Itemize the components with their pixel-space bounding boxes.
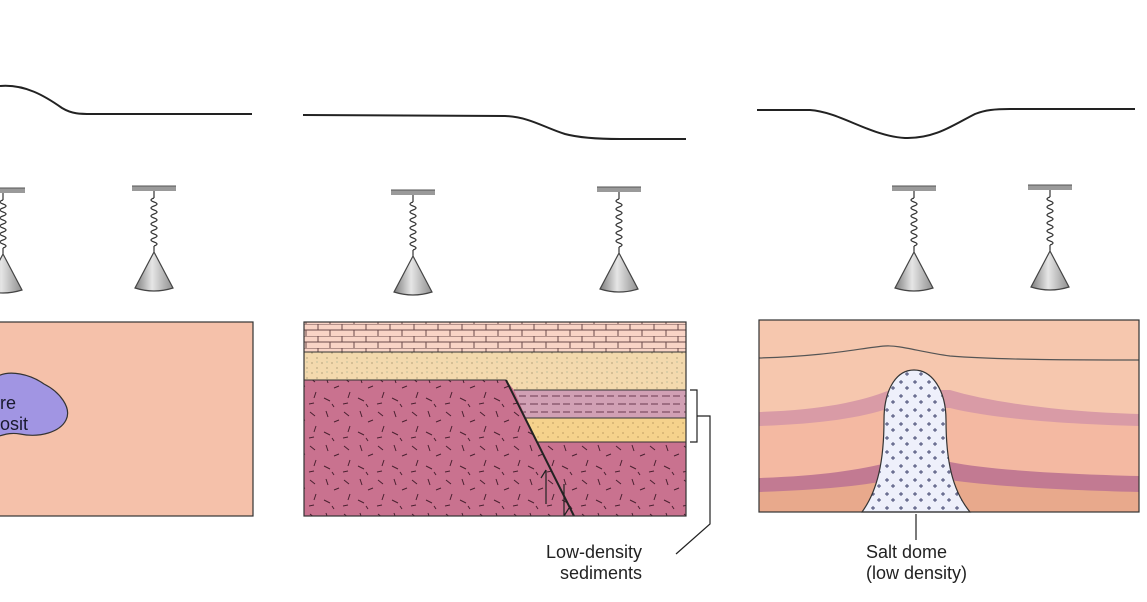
salt-label-line-1: Salt dome bbox=[866, 542, 948, 562]
salt-dome-cross-section bbox=[758, 319, 1140, 513]
gravimeter-icon bbox=[596, 186, 642, 293]
ore-label-line-2: osit bbox=[0, 414, 29, 434]
gravimeter-icon bbox=[891, 185, 937, 292]
sediments-label-line-1: Low-density bbox=[546, 542, 643, 562]
gravity-profile-2 bbox=[302, 114, 686, 140]
ore-deposit bbox=[0, 372, 69, 437]
salt-dome bbox=[860, 369, 972, 513]
gravimeter-icon bbox=[1027, 184, 1073, 291]
salt-dome-label: Salt dome (low density) bbox=[866, 542, 967, 584]
sediments-label: Low-density sediments bbox=[546, 542, 642, 584]
gravimeter-icon bbox=[390, 189, 436, 296]
sediments-bracket bbox=[675, 389, 711, 555]
ore-label-line-1: re bbox=[0, 393, 17, 413]
ore-deposit-label: re osit bbox=[0, 393, 28, 435]
gravimeter-icon bbox=[0, 187, 26, 294]
salt-label-line-2: (low density) bbox=[866, 563, 968, 583]
gravity-profile-1 bbox=[0, 84, 252, 115]
fault-cross-section bbox=[303, 321, 687, 517]
sediments-label-line-2: sediments bbox=[560, 563, 643, 583]
gravity-profile-3 bbox=[757, 108, 1135, 140]
gravimeter-icon bbox=[131, 185, 177, 292]
